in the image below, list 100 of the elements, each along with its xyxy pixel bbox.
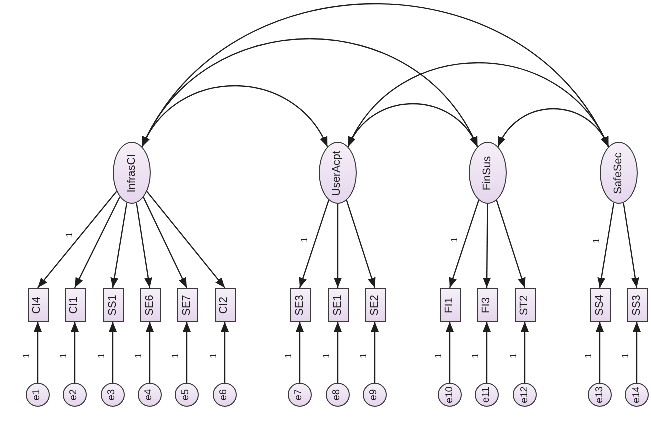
error-term-name: e14 <box>632 386 642 404</box>
error-term-name: e7 <box>295 389 305 401</box>
edge-label: 1 <box>172 352 180 360</box>
error-term-circle <box>513 383 537 407</box>
edge-label: 1 <box>434 352 444 360</box>
observed-variable-name: SE2 <box>370 294 380 316</box>
latent-variable-name: FinSus <box>482 156 494 190</box>
arrow <box>334 322 342 383</box>
observed-variable-box <box>214 288 236 322</box>
latent-variable-name: UserAcpt <box>332 150 344 196</box>
edge-label: 1 <box>210 352 218 360</box>
error-term-circle <box>625 383 649 407</box>
observed-variable-name: CI4 <box>32 296 44 314</box>
latent-variable-ellipse <box>600 142 638 204</box>
arrow <box>449 200 480 288</box>
edge-label: 1 <box>360 352 368 360</box>
arrow <box>38 191 118 288</box>
edge-label: 1 <box>622 352 630 360</box>
observed-variable-name: FI3 <box>482 297 492 313</box>
error-term-name: e12 <box>520 386 530 404</box>
error-term-circle <box>438 383 462 407</box>
observed-variable-name: CI2 <box>220 296 230 314</box>
observed-variable-box <box>514 288 536 322</box>
edge-label: 1 <box>98 352 106 360</box>
edge-label: 1 <box>450 236 460 244</box>
arrow <box>146 322 154 383</box>
error-term-circle <box>101 383 125 407</box>
observed-variable-box <box>140 288 160 322</box>
observed-variable-box <box>64 288 86 322</box>
error-term-circle <box>63 383 87 407</box>
observed-variable-box <box>290 288 310 322</box>
latent-variable-ellipse <box>469 142 507 204</box>
arrow <box>623 202 640 288</box>
observed-variable-name: SS1 <box>108 294 118 316</box>
observed-variable-name: FI1 <box>444 297 456 313</box>
arrow <box>221 322 229 383</box>
edge-label: 1 <box>66 231 75 238</box>
arrow <box>71 322 79 383</box>
latent-variable-name: InfrasCI <box>126 154 138 192</box>
edge-label: 1 <box>60 352 68 360</box>
observed-variable-box <box>176 288 198 322</box>
error-term-circle <box>175 383 199 407</box>
error-term-name: e1 <box>33 389 43 401</box>
error-term-name: e5 <box>182 389 192 401</box>
arrow <box>296 322 304 383</box>
error-term-circle <box>588 383 612 407</box>
arrow <box>483 322 491 383</box>
observed-variable-box <box>626 288 648 322</box>
error-term-name: e8 <box>333 389 343 401</box>
observed-variable-name: SE3 <box>294 294 306 316</box>
arrow <box>74 196 121 288</box>
edge-label: 1 <box>584 352 594 360</box>
latent-variable-ellipse <box>113 142 151 204</box>
observed-variable-box <box>28 288 48 322</box>
error-term-name: e10 <box>445 386 455 404</box>
observed-variable-name: CI1 <box>70 296 80 314</box>
arrow <box>109 322 117 383</box>
arrow <box>34 322 42 383</box>
edge-label: 1 <box>284 352 294 360</box>
edge-label: 1 <box>134 352 144 360</box>
edge-label: 1 <box>22 352 32 360</box>
observed-variable-box <box>102 288 124 322</box>
observed-variable-box <box>328 288 348 322</box>
arrow <box>183 322 191 383</box>
error-term-circle <box>475 383 499 407</box>
edge-label: 1 <box>300 236 310 244</box>
latent-variable-name: SafeSec <box>614 152 624 194</box>
arrow <box>496 200 526 288</box>
arrow <box>136 202 152 288</box>
observed-variable-box <box>476 288 498 322</box>
error-term-circle <box>213 383 237 407</box>
arrow <box>483 204 492 288</box>
latent-variable-ellipse <box>319 142 357 204</box>
error-term-circle <box>326 383 350 407</box>
arrow <box>633 322 641 383</box>
error-term-name: e3 <box>108 389 118 401</box>
arrow <box>334 204 342 288</box>
error-term-circle <box>363 383 387 407</box>
edge-label: 1 <box>322 352 332 360</box>
arrow <box>598 202 615 288</box>
arrow <box>596 322 604 383</box>
observed-variable-name: ST2 <box>520 294 530 316</box>
arrow <box>446 322 454 383</box>
edge-label: 1 <box>472 352 480 360</box>
curved-double-headed-arrow <box>142 38 478 148</box>
arrow <box>299 200 330 288</box>
arrow <box>371 322 379 383</box>
arrow <box>143 197 188 288</box>
observed-variable-name: SE1 <box>332 294 344 316</box>
error-term-name: e13 <box>595 386 605 404</box>
error-term-name: e6 <box>220 389 230 401</box>
edge-label: 1 <box>592 238 602 245</box>
error-term-circle <box>26 383 50 407</box>
curved-double-headed-arrow <box>142 4 610 148</box>
error-term-name: e9 <box>370 389 380 401</box>
observed-variable-name: SS3 <box>632 294 642 316</box>
observed-variable-name: SE7 <box>182 294 192 316</box>
observed-variable-box <box>590 288 610 322</box>
observed-variable-box <box>440 288 460 322</box>
arrow <box>146 191 226 288</box>
